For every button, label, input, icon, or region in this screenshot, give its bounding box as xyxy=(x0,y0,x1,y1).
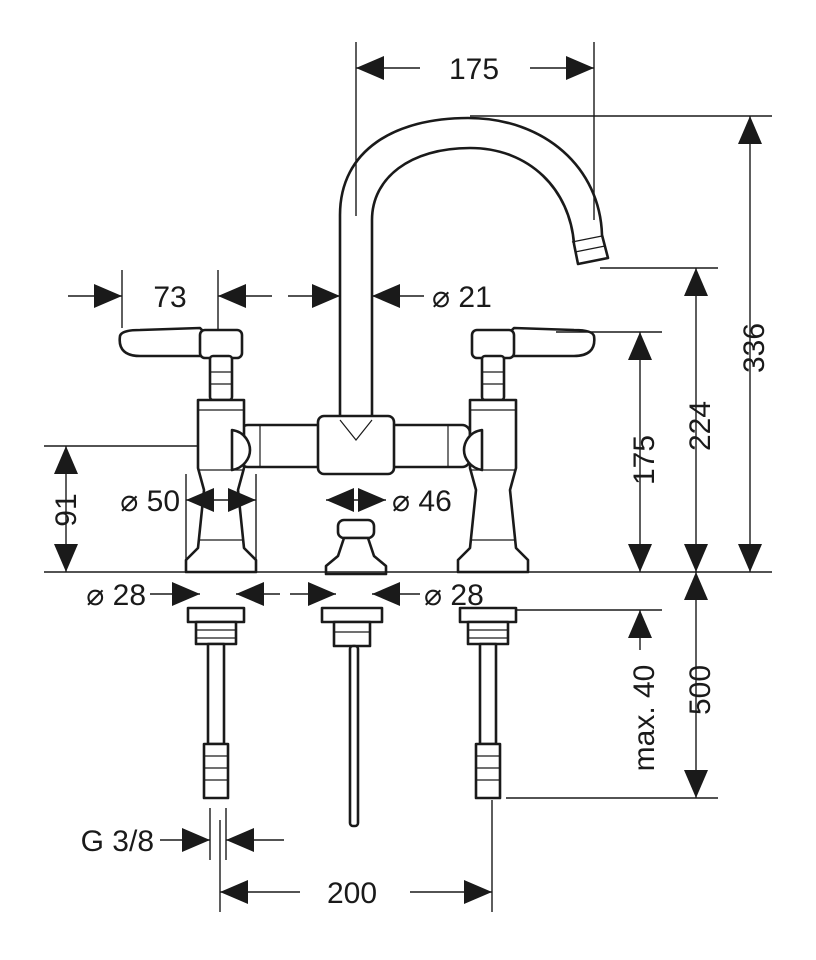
dim-spout-diameter: ⌀ 21 xyxy=(432,281,492,314)
dim-waste-diameter: ⌀ 46 xyxy=(392,485,452,518)
dim-connection-thread: G 3/8 xyxy=(81,825,154,858)
dim-hose-length: 500 xyxy=(684,665,717,715)
right-valve xyxy=(456,326,596,574)
dim-handle-offset: 73 xyxy=(153,281,186,314)
extension-lines xyxy=(44,42,772,912)
dim-max-deck-thickness: max. 40 xyxy=(628,665,661,772)
right-shank xyxy=(458,606,518,800)
center-shank xyxy=(320,606,384,828)
spout-gooseneck xyxy=(338,116,610,420)
dim-handle-height: 175 xyxy=(628,435,661,485)
dim-center-spacing: 200 xyxy=(327,877,377,910)
dim-body-height: 91 xyxy=(50,493,83,526)
faucet-outline xyxy=(118,116,610,828)
dim-center-hole-diameter: ⌀ 28 xyxy=(424,579,484,612)
dim-total-height: 336 xyxy=(738,323,771,373)
popup-knob xyxy=(324,518,388,576)
dim-handle-base-diameter: ⌀ 50 xyxy=(120,485,180,518)
left-valve xyxy=(118,326,258,574)
dimension-arrows xyxy=(54,56,762,904)
center-tee xyxy=(316,414,396,476)
dim-left-hole-diameter: ⌀ 28 xyxy=(86,579,146,612)
dim-spout-outlet-height: 224 xyxy=(684,401,717,451)
left-shank xyxy=(186,606,246,800)
dimension-labels: 175 73 ⌀ 21 91 ⌀ 50 ⌀ 46 ⌀ 28 ⌀ 28 175 2… xyxy=(50,53,771,910)
dim-spout-reach: 175 xyxy=(449,53,499,86)
